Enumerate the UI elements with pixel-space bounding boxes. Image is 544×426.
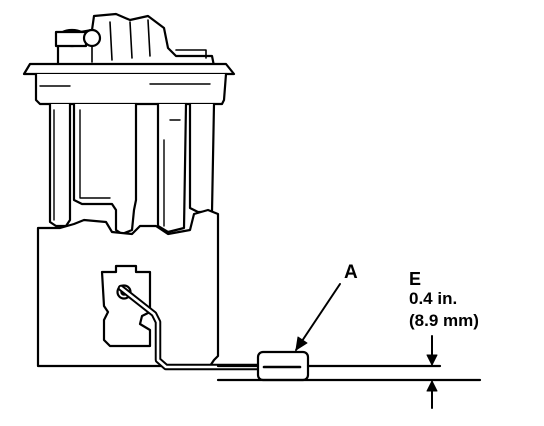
dimension-inches-label: 0.4 in. bbox=[409, 289, 458, 308]
leader-line-a bbox=[295, 283, 341, 351]
pump-top-assembly bbox=[54, 12, 216, 68]
float-a bbox=[256, 350, 310, 382]
level-sender-unit bbox=[100, 264, 152, 348]
flange-plate bbox=[22, 62, 236, 76]
callout-a-label: A bbox=[344, 262, 358, 283]
dimension-letter-label: E bbox=[409, 269, 422, 289]
left-support-leg bbox=[48, 102, 72, 228]
float-arm bbox=[117, 284, 266, 371]
dimension-e-arrows bbox=[426, 335, 438, 409]
dimension-mm-label: (8.9 mm) bbox=[409, 311, 479, 330]
upper-bracket bbox=[34, 72, 228, 106]
leader-arrowhead-a bbox=[295, 336, 308, 351]
center-bracket-arm bbox=[72, 102, 138, 236]
right-support-leg bbox=[156, 102, 216, 234]
